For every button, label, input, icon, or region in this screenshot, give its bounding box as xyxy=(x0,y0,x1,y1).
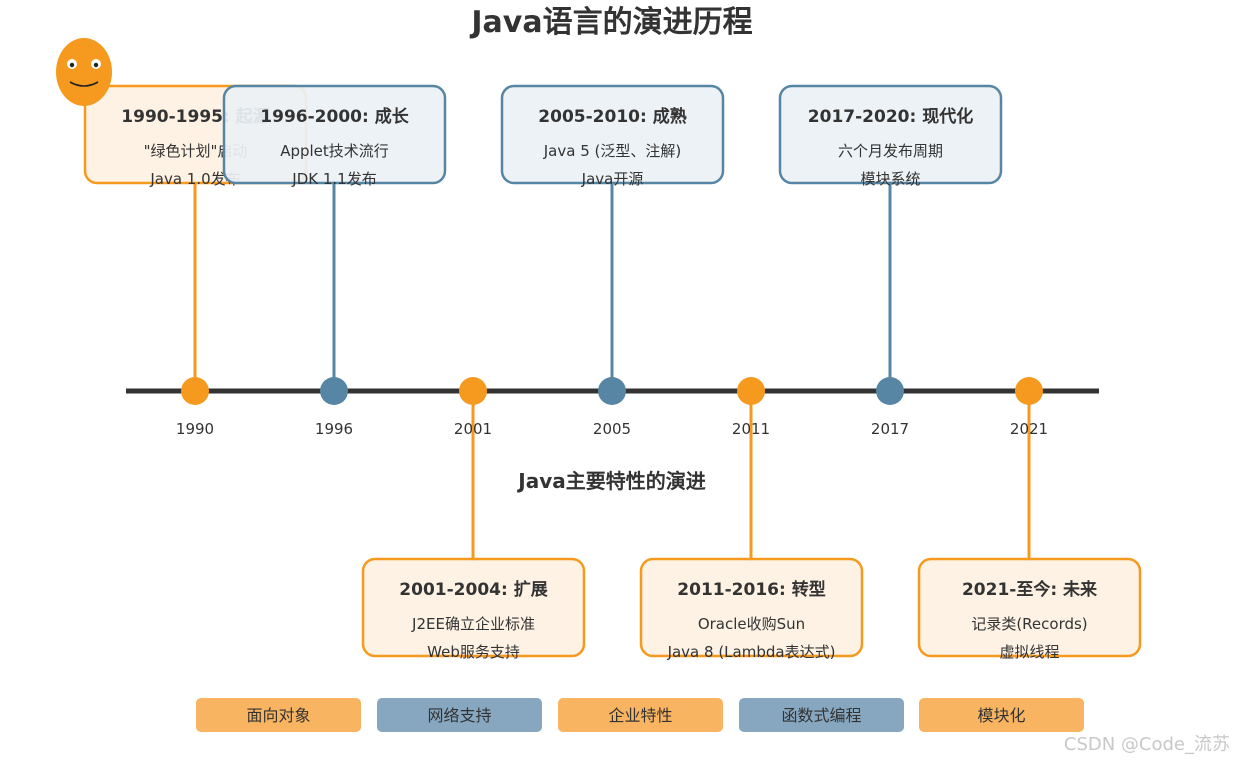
card-title: 2017-2020: 现代化 xyxy=(808,106,973,127)
card-line: Java 8 (Lambda表达式) xyxy=(667,643,836,661)
year-marker xyxy=(737,377,765,405)
year-label: 1996 xyxy=(315,420,353,438)
feature-tag-label: 函数式编程 xyxy=(781,706,861,725)
year-label: 1990 xyxy=(176,420,214,438)
feature-tag: 面向对象 xyxy=(196,698,361,732)
milestone-card: 2001-2004: 扩展 J2EE确立企业标准 Web服务支持 xyxy=(361,557,586,661)
card-title: 2021-至今: 未来 xyxy=(962,579,1098,600)
year-marker xyxy=(876,377,904,405)
year-marker xyxy=(598,377,626,405)
year-markers: 1990 1996 2001 2005 2011 2017 2021 xyxy=(176,377,1048,438)
card-line: Java 5 (泛型、注解) xyxy=(543,142,681,160)
card-line: Oracle收购Sun xyxy=(698,615,805,633)
feature-tag-box xyxy=(377,698,542,732)
card-line: JDK 1.1发布 xyxy=(291,170,376,188)
feature-tag-box xyxy=(196,698,361,732)
card-box xyxy=(778,84,1003,185)
card-line: 模块系统 xyxy=(860,170,920,188)
card-line: 六个月发布周期 xyxy=(838,142,943,160)
card-line: J2EE确立企业标准 xyxy=(411,615,535,633)
feature-tag-box xyxy=(739,698,904,732)
card-line: Java开源 xyxy=(581,170,644,188)
feature-tag: 企业特性 xyxy=(558,698,723,732)
card-title: 1996-2000: 成长 xyxy=(260,106,409,127)
card-line: 记录类(Records) xyxy=(971,615,1087,633)
card-box xyxy=(917,557,1142,658)
card-line: Applet技术流行 xyxy=(280,142,389,160)
smiley-face-icon xyxy=(56,38,112,106)
feature-tag: 函数式编程 xyxy=(739,698,904,732)
year-marker xyxy=(459,377,487,405)
feature-tag-label: 模块化 xyxy=(977,706,1025,725)
card-title: 2005-2010: 成熟 xyxy=(538,106,686,127)
year-marker xyxy=(1015,377,1043,405)
watermark-text: CSDN @Code_流苏 xyxy=(1064,734,1230,755)
page-title: Java语言的演进历程 xyxy=(469,5,752,40)
card-box xyxy=(639,557,864,658)
year-marker xyxy=(181,377,209,405)
milestone-card: 2005-2010: 成熟 Java 5 (泛型、注解) Java开源 xyxy=(500,84,725,188)
feature-tag-label: 企业特性 xyxy=(608,706,672,725)
year-label: 2011 xyxy=(732,420,770,438)
card-box xyxy=(361,557,586,658)
section-subtitle: Java主要特性的演进 xyxy=(516,469,705,493)
year-marker xyxy=(320,377,348,405)
bottom-cards: 2001-2004: 扩展 J2EE确立企业标准 Web服务支持 2011-2016:… xyxy=(361,557,1142,661)
card-line: 虚拟线程 xyxy=(999,643,1059,661)
card-box xyxy=(222,84,447,185)
feature-tag-box xyxy=(919,698,1084,732)
card-box xyxy=(500,84,725,185)
connector-lines xyxy=(193,181,1031,561)
feature-tag: 模块化 xyxy=(919,698,1084,732)
year-label: 2017 xyxy=(871,420,909,438)
feature-tag: 网络支持 xyxy=(377,698,542,732)
year-label: 2001 xyxy=(454,420,492,438)
card-title: 2001-2004: 扩展 xyxy=(399,579,547,600)
feature-tags: 面向对象 网络支持 企业特性 函数式编程 模块化 xyxy=(196,698,1084,732)
card-line: "绿色计划"启动 xyxy=(144,142,248,160)
feature-tag-label: 网络支持 xyxy=(427,706,491,725)
year-label: 2021 xyxy=(1010,420,1048,438)
card-title: 2011-2016: 转型 xyxy=(677,579,825,600)
feature-tag-label: 面向对象 xyxy=(246,706,310,725)
year-label: 2005 xyxy=(593,420,631,438)
card-line: Java 1.0发布 xyxy=(149,170,240,188)
feature-tag-box xyxy=(558,698,723,732)
card-line: Web服务支持 xyxy=(427,643,520,661)
milestone-card: 1996-2000: 成长 Applet技术流行 JDK 1.1发布 xyxy=(222,84,447,188)
